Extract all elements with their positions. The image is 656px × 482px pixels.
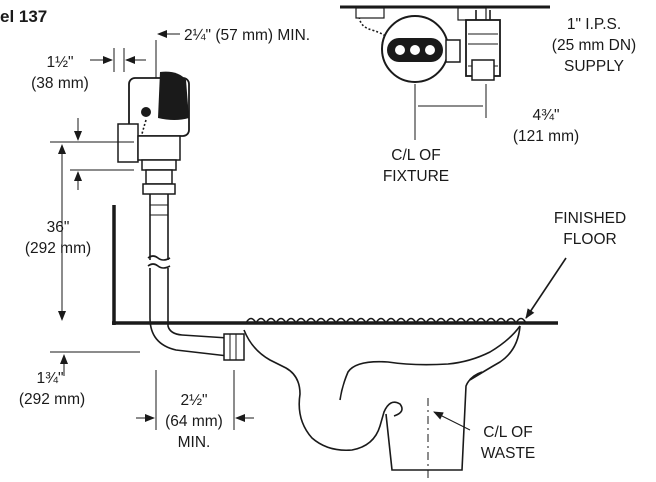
dim-offset-line1: 4¾" <box>532 107 559 124</box>
flush-valve-top <box>340 5 550 83</box>
fixture-cl-line2: FIXTURE <box>383 168 449 185</box>
fixture-rim <box>245 317 527 325</box>
supply-line3: SUPPLY <box>564 58 624 75</box>
dim-spud-line2: (292 mm) <box>19 391 85 408</box>
dim-top-width-line1: 1½" <box>46 54 73 71</box>
waste-cl-line2: WASTE <box>481 445 536 462</box>
dimension-lines <box>50 30 567 478</box>
supply-line1: 1" I.P.S. <box>567 16 621 33</box>
bowl-front-profile <box>243 329 403 452</box>
supply-line2: (25 mm DN) <box>552 37 636 54</box>
dim-valve-clearance: 2¼" (57 mm) MIN. <box>184 27 310 44</box>
dimension-labels: 1½" (38 mm) 2¼" (57 mm) MIN. 1" I.P.S. (… <box>19 16 636 462</box>
waste-outlet <box>385 371 483 471</box>
vacuum-breaker <box>145 169 173 185</box>
finished-floor-line2: FLOOR <box>563 231 616 248</box>
dim-height-line2: (292 mm) <box>25 240 91 257</box>
dim-spud-line1: 1¾" <box>36 370 63 387</box>
dim-wall-distance-line2: (64 mm) <box>165 413 223 430</box>
valve-body <box>137 135 181 161</box>
dim-wall-distance-line3: MIN. <box>178 434 211 451</box>
bowl-interior-line <box>339 325 521 401</box>
fixture-cl-line1: C/L OF <box>391 147 440 164</box>
model-title: el 137 <box>0 7 47 26</box>
finished-floor-line1: FINISHED <box>554 210 626 227</box>
wall-and-floor <box>112 205 558 325</box>
wall-bracket <box>117 123 139 163</box>
coupling-nut <box>142 183 176 195</box>
sensor-cover <box>158 71 189 120</box>
dim-offset-line2: (121 mm) <box>513 128 579 145</box>
spud-coupling <box>223 333 245 361</box>
dim-wall-distance-line1: 2½" <box>180 392 207 409</box>
valve-nut <box>141 159 177 171</box>
dim-top-width-line2: (38 mm) <box>31 75 89 92</box>
sensor-eye-icon <box>141 107 151 117</box>
urinal-fixture <box>243 317 527 471</box>
waste-cl-line1: C/L OF <box>483 424 532 441</box>
dim-height-line1: 36" <box>47 219 70 236</box>
flush-valve-side <box>117 71 245 361</box>
